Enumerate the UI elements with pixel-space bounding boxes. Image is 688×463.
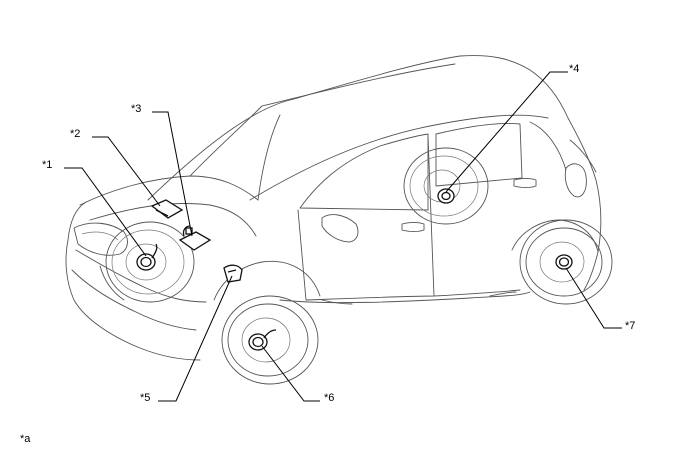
- component-3-actuator: [178, 225, 212, 251]
- component-1-wheel-speed-sensor: [136, 243, 158, 271]
- leader-3: [152, 111, 193, 237]
- callout-4-label: *4: [569, 63, 580, 75]
- front-right-wheel-ghost: [105, 221, 195, 303]
- front-left-wheel: [221, 295, 319, 385]
- leader-2: [92, 136, 161, 207]
- leader-4: [445, 71, 568, 193]
- rear-right-wheel-ghost: [403, 147, 489, 225]
- component-2-ecu: [150, 199, 184, 219]
- footnote-label: *a: [20, 433, 31, 445]
- component-4-wheel-speed-sensor: [437, 188, 455, 204]
- leader-1: [64, 167, 147, 257]
- component-7-wheel-speed-sensor: [555, 254, 573, 270]
- leader-5: [158, 275, 233, 402]
- leader-lines: [64, 71, 622, 402]
- callout-2-label: *2: [70, 128, 81, 140]
- callout-7-label: *7: [625, 320, 636, 332]
- component-5-connector: [223, 264, 243, 283]
- leader-6: [261, 345, 320, 402]
- leader-7: [565, 267, 622, 329]
- rear-left-wheel: [519, 219, 613, 305]
- callout-6-label: *6: [324, 392, 335, 404]
- callout-1-label: *1: [42, 159, 53, 171]
- car-body-outline: [65, 55, 602, 361]
- callout-3-label: *3: [131, 103, 142, 115]
- callout-5-label: *5: [140, 392, 151, 404]
